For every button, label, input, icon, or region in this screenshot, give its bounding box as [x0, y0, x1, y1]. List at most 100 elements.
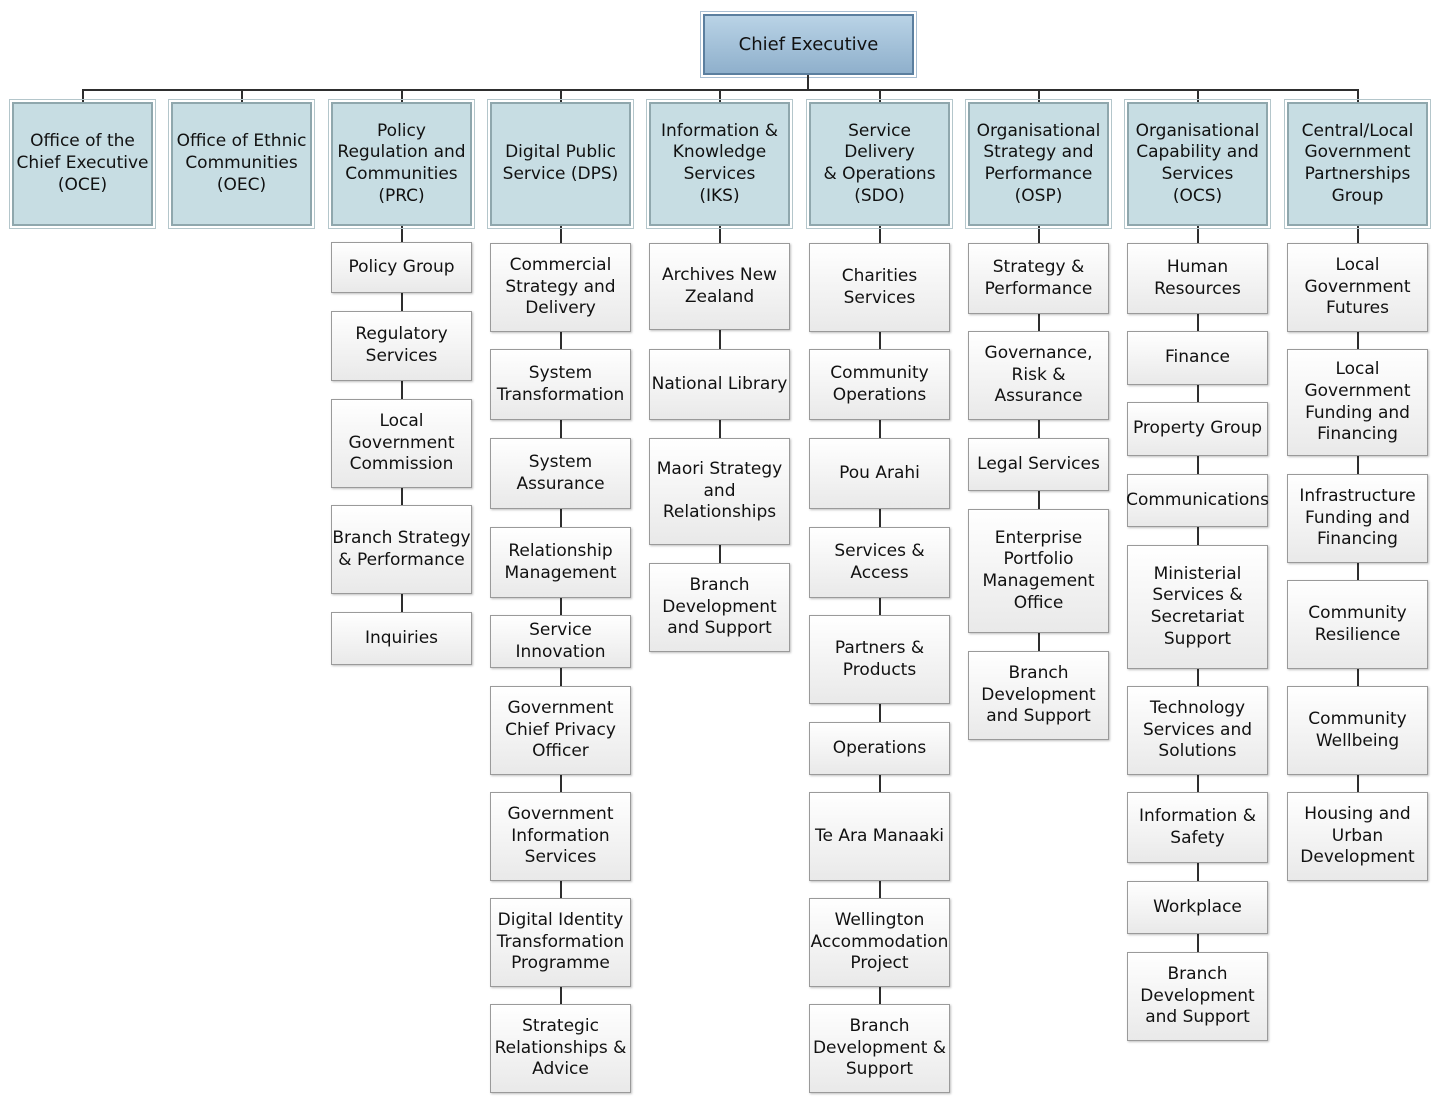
unit-box: Branch Development and Support	[649, 563, 790, 652]
unit-box-label: Enterprise Portfolio Management Office	[982, 527, 1095, 613]
unit-box: Information & Safety	[1127, 792, 1268, 863]
unit-box: Human Resources	[1127, 243, 1268, 314]
unit-box: Local Government Funding and Financing	[1287, 349, 1428, 456]
unit-box: Partners & Products	[809, 615, 950, 704]
unit-box-label: Local Government Futures	[1304, 254, 1411, 319]
division-head-6-label: Organisational Strategy and Performance …	[976, 120, 1101, 206]
unit-box-label: Relationship Management	[504, 540, 617, 583]
unit-box-label: Wellington Accommodation Project	[810, 909, 949, 974]
unit-box-label: Maori Strategy and Relationships	[656, 458, 783, 523]
unit-box: Digital Identity Transformation Programm…	[490, 898, 631, 987]
unit-box: Property Group	[1127, 402, 1268, 456]
unit-box-label: Charities Services	[841, 265, 918, 308]
division-drop-connector	[1037, 90, 1040, 102]
unit-box: Local Government Commission	[331, 399, 472, 488]
unit-box: Branch Development & Support	[809, 1004, 950, 1093]
unit-box: Communications	[1126, 474, 1269, 527]
unit-box: Wellington Accommodation Project	[809, 898, 950, 987]
unit-box-label: Property Group	[1132, 418, 1263, 439]
unit-box: System Assurance	[490, 438, 631, 509]
unit-box-label: National Library	[651, 373, 788, 394]
division-head-7-label: Organisational Capability and Services (…	[1135, 120, 1260, 206]
division-head-1: Office of Ethnic Communities (OEC)	[168, 99, 315, 229]
division-head-8: Central/Local Government Partnerships Gr…	[1284, 99, 1431, 229]
unit-box-label: Technology Services and Solutions	[1142, 697, 1253, 762]
unit-box-label: Community Resilience	[1308, 602, 1407, 645]
unit-box-label: Community Operations	[830, 362, 929, 405]
division-drop-connector	[718, 90, 721, 102]
unit-box-label: Finance	[1164, 347, 1231, 368]
unit-box-label: Branch Development and Support	[981, 662, 1096, 727]
unit-box-label: Branch Development and Support	[1140, 963, 1255, 1028]
division-drop-connector	[240, 90, 243, 102]
unit-box: Technology Services and Solutions	[1127, 686, 1268, 775]
unit-box: Ministerial Services & Secretariat Suppo…	[1127, 545, 1268, 669]
unit-box: Legal Services	[968, 438, 1109, 491]
division-head-3: Digital Public Service (DPS)	[487, 99, 634, 229]
unit-box: Community Operations	[809, 349, 950, 420]
unit-box: Regulatory Services	[331, 311, 472, 381]
unit-box: Community Resilience	[1287, 580, 1428, 669]
unit-box-label: Governance, Risk & Assurance	[984, 342, 1093, 407]
unit-box-label: Housing and Urban Development	[1300, 803, 1415, 868]
unit-box-label: Service Innovation	[515, 619, 606, 662]
division-drop-connector	[878, 90, 881, 102]
unit-box-label: Ministerial Services & Secretariat Suppo…	[1150, 563, 1245, 649]
unit-box: Commercial Strategy and Delivery	[490, 243, 631, 332]
unit-box: Operations	[809, 722, 950, 775]
unit-box-label: Strategy & Performance	[984, 256, 1093, 299]
unit-box: Relationship Management	[490, 527, 631, 598]
unit-box-label: Te Ara Manaaki	[814, 825, 945, 846]
division-head-8-label: Central/Local Government Partnerships Gr…	[1301, 120, 1414, 206]
division-head-5-label: Service Delivery & Operations (SDO)	[823, 120, 936, 206]
unit-box: Strategy & Performance	[968, 243, 1109, 314]
unit-box-label: Local Government Commission	[348, 410, 455, 475]
unit-box: Workplace	[1127, 881, 1268, 934]
unit-box: Services & Access	[809, 527, 950, 598]
chief-executive-label: Chief Executive	[738, 33, 879, 55]
unit-box: Maori Strategy and Relationships	[649, 438, 790, 545]
unit-box-label: Partners & Products	[834, 637, 925, 680]
unit-box-label: Legal Services	[977, 453, 1100, 474]
unit-box: Housing and Urban Development	[1287, 792, 1428, 881]
division-head-5: Service Delivery & Operations (SDO)	[806, 99, 953, 229]
division-drop-connector	[81, 90, 84, 102]
unit-box: National Library	[649, 349, 790, 420]
division-drop-connector	[400, 90, 403, 102]
division-drop-connector	[1356, 90, 1359, 102]
unit-box: Policy Group	[331, 242, 472, 293]
unit-box: Enterprise Portfolio Management Office	[968, 509, 1109, 633]
unit-box-label: Operations	[832, 737, 927, 758]
unit-box: Community Wellbeing	[1287, 686, 1428, 775]
chief-executive-box: Chief Executive	[700, 11, 917, 78]
unit-box: Governance, Risk & Assurance	[968, 331, 1109, 420]
ceo-trunk-connector	[807, 75, 809, 90]
unit-box-label: Branch Development and Support	[662, 574, 777, 639]
unit-box-label: Information & Safety	[1138, 805, 1257, 848]
unit-box: Archives New Zealand	[649, 243, 790, 330]
unit-box: Finance	[1127, 331, 1268, 385]
unit-box-label: Regulatory Services	[355, 324, 448, 366]
division-head-6: Organisational Strategy and Performance …	[965, 99, 1112, 229]
unit-box-label: Pou Arahi	[839, 462, 920, 483]
unit-box: Branch Strategy & Performance	[331, 505, 472, 594]
unit-box-label: System Transformation	[496, 362, 625, 405]
unit-box: Branch Development and Support	[968, 651, 1109, 740]
unit-box: Government Information Services	[490, 792, 631, 881]
unit-box-label: Strategic Relationships & Advice	[494, 1015, 627, 1080]
unit-box-label: Policy Group	[348, 256, 455, 277]
unit-box-label: Communications	[1126, 489, 1269, 510]
unit-box: Pou Arahi	[809, 438, 950, 509]
unit-box-label: Workplace	[1153, 896, 1242, 917]
unit-box: Strategic Relationships & Advice	[490, 1004, 631, 1093]
unit-box: Government Chief Privacy Officer	[490, 686, 631, 775]
unit-box-label: Commercial Strategy and Delivery	[505, 254, 616, 319]
unit-box-label: Branch Strategy & Performance	[332, 527, 471, 570]
unit-box: System Transformation	[490, 349, 631, 420]
unit-box: Charities Services	[809, 243, 950, 332]
division-head-1-label: Office of Ethnic Communities (OEC)	[176, 131, 307, 195]
unit-box-label: Infrastructure Funding and Financing	[1299, 485, 1416, 550]
unit-box-label: Community Wellbeing	[1308, 708, 1407, 751]
division-drop-connector	[559, 90, 562, 102]
division-head-0-label: Office of the Chief Executive (OCE)	[16, 131, 149, 195]
